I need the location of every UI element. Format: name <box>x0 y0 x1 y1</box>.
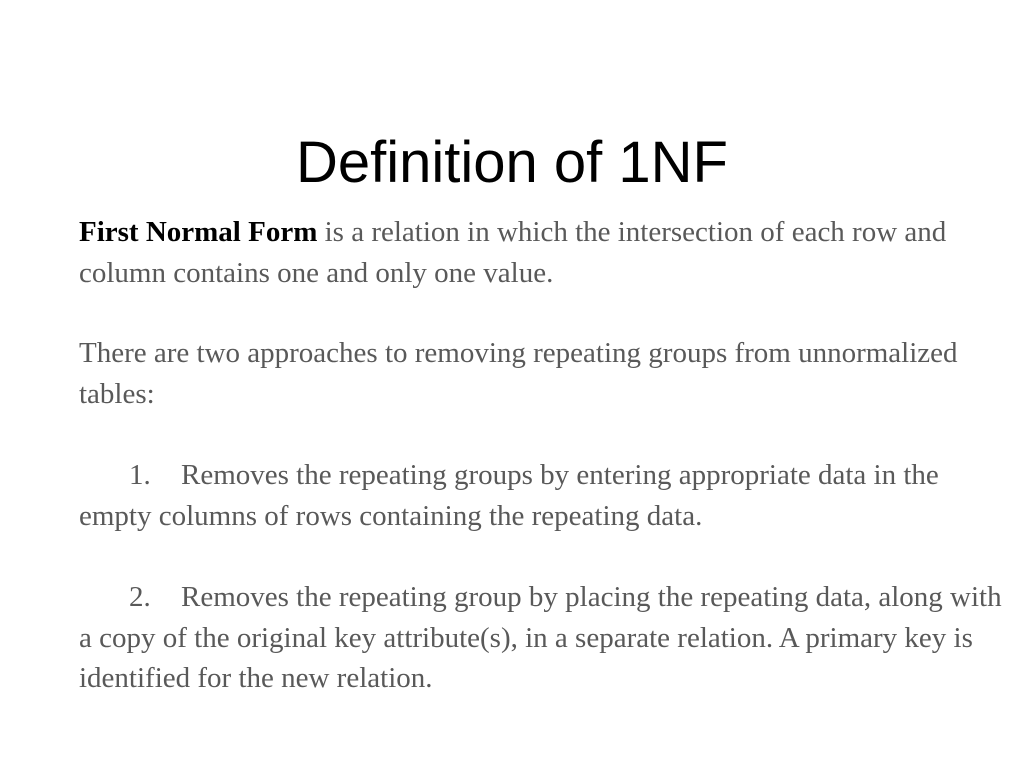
slide-title: Definition of 1NF <box>296 130 728 195</box>
paragraph-spacer <box>79 414 1009 455</box>
paragraph-spacer <box>79 293 1009 333</box>
list-number: 1. <box>129 459 151 491</box>
defined-term: First Normal Form <box>79 216 318 248</box>
approach-item-1: 1.Removes the repeating groups by enteri… <box>79 455 1009 536</box>
list-number: 2. <box>129 581 151 613</box>
list-item-text: Removes the repeating groups by entering… <box>79 459 939 532</box>
definition-paragraph: First Normal Form is a relation in which… <box>79 212 1009 293</box>
intro-paragraph: There are two approaches to removing rep… <box>79 337 958 410</box>
paragraph-spacer <box>79 536 1009 577</box>
list-item-text: Removes the repeating group by placing t… <box>79 581 1002 694</box>
definition-text: is a relation in which the intersection … <box>79 216 947 289</box>
approach-item-2: 2.Removes the repeating group by placing… <box>79 577 1009 699</box>
slide-body: First Normal Form is a relation in which… <box>79 212 1009 699</box>
